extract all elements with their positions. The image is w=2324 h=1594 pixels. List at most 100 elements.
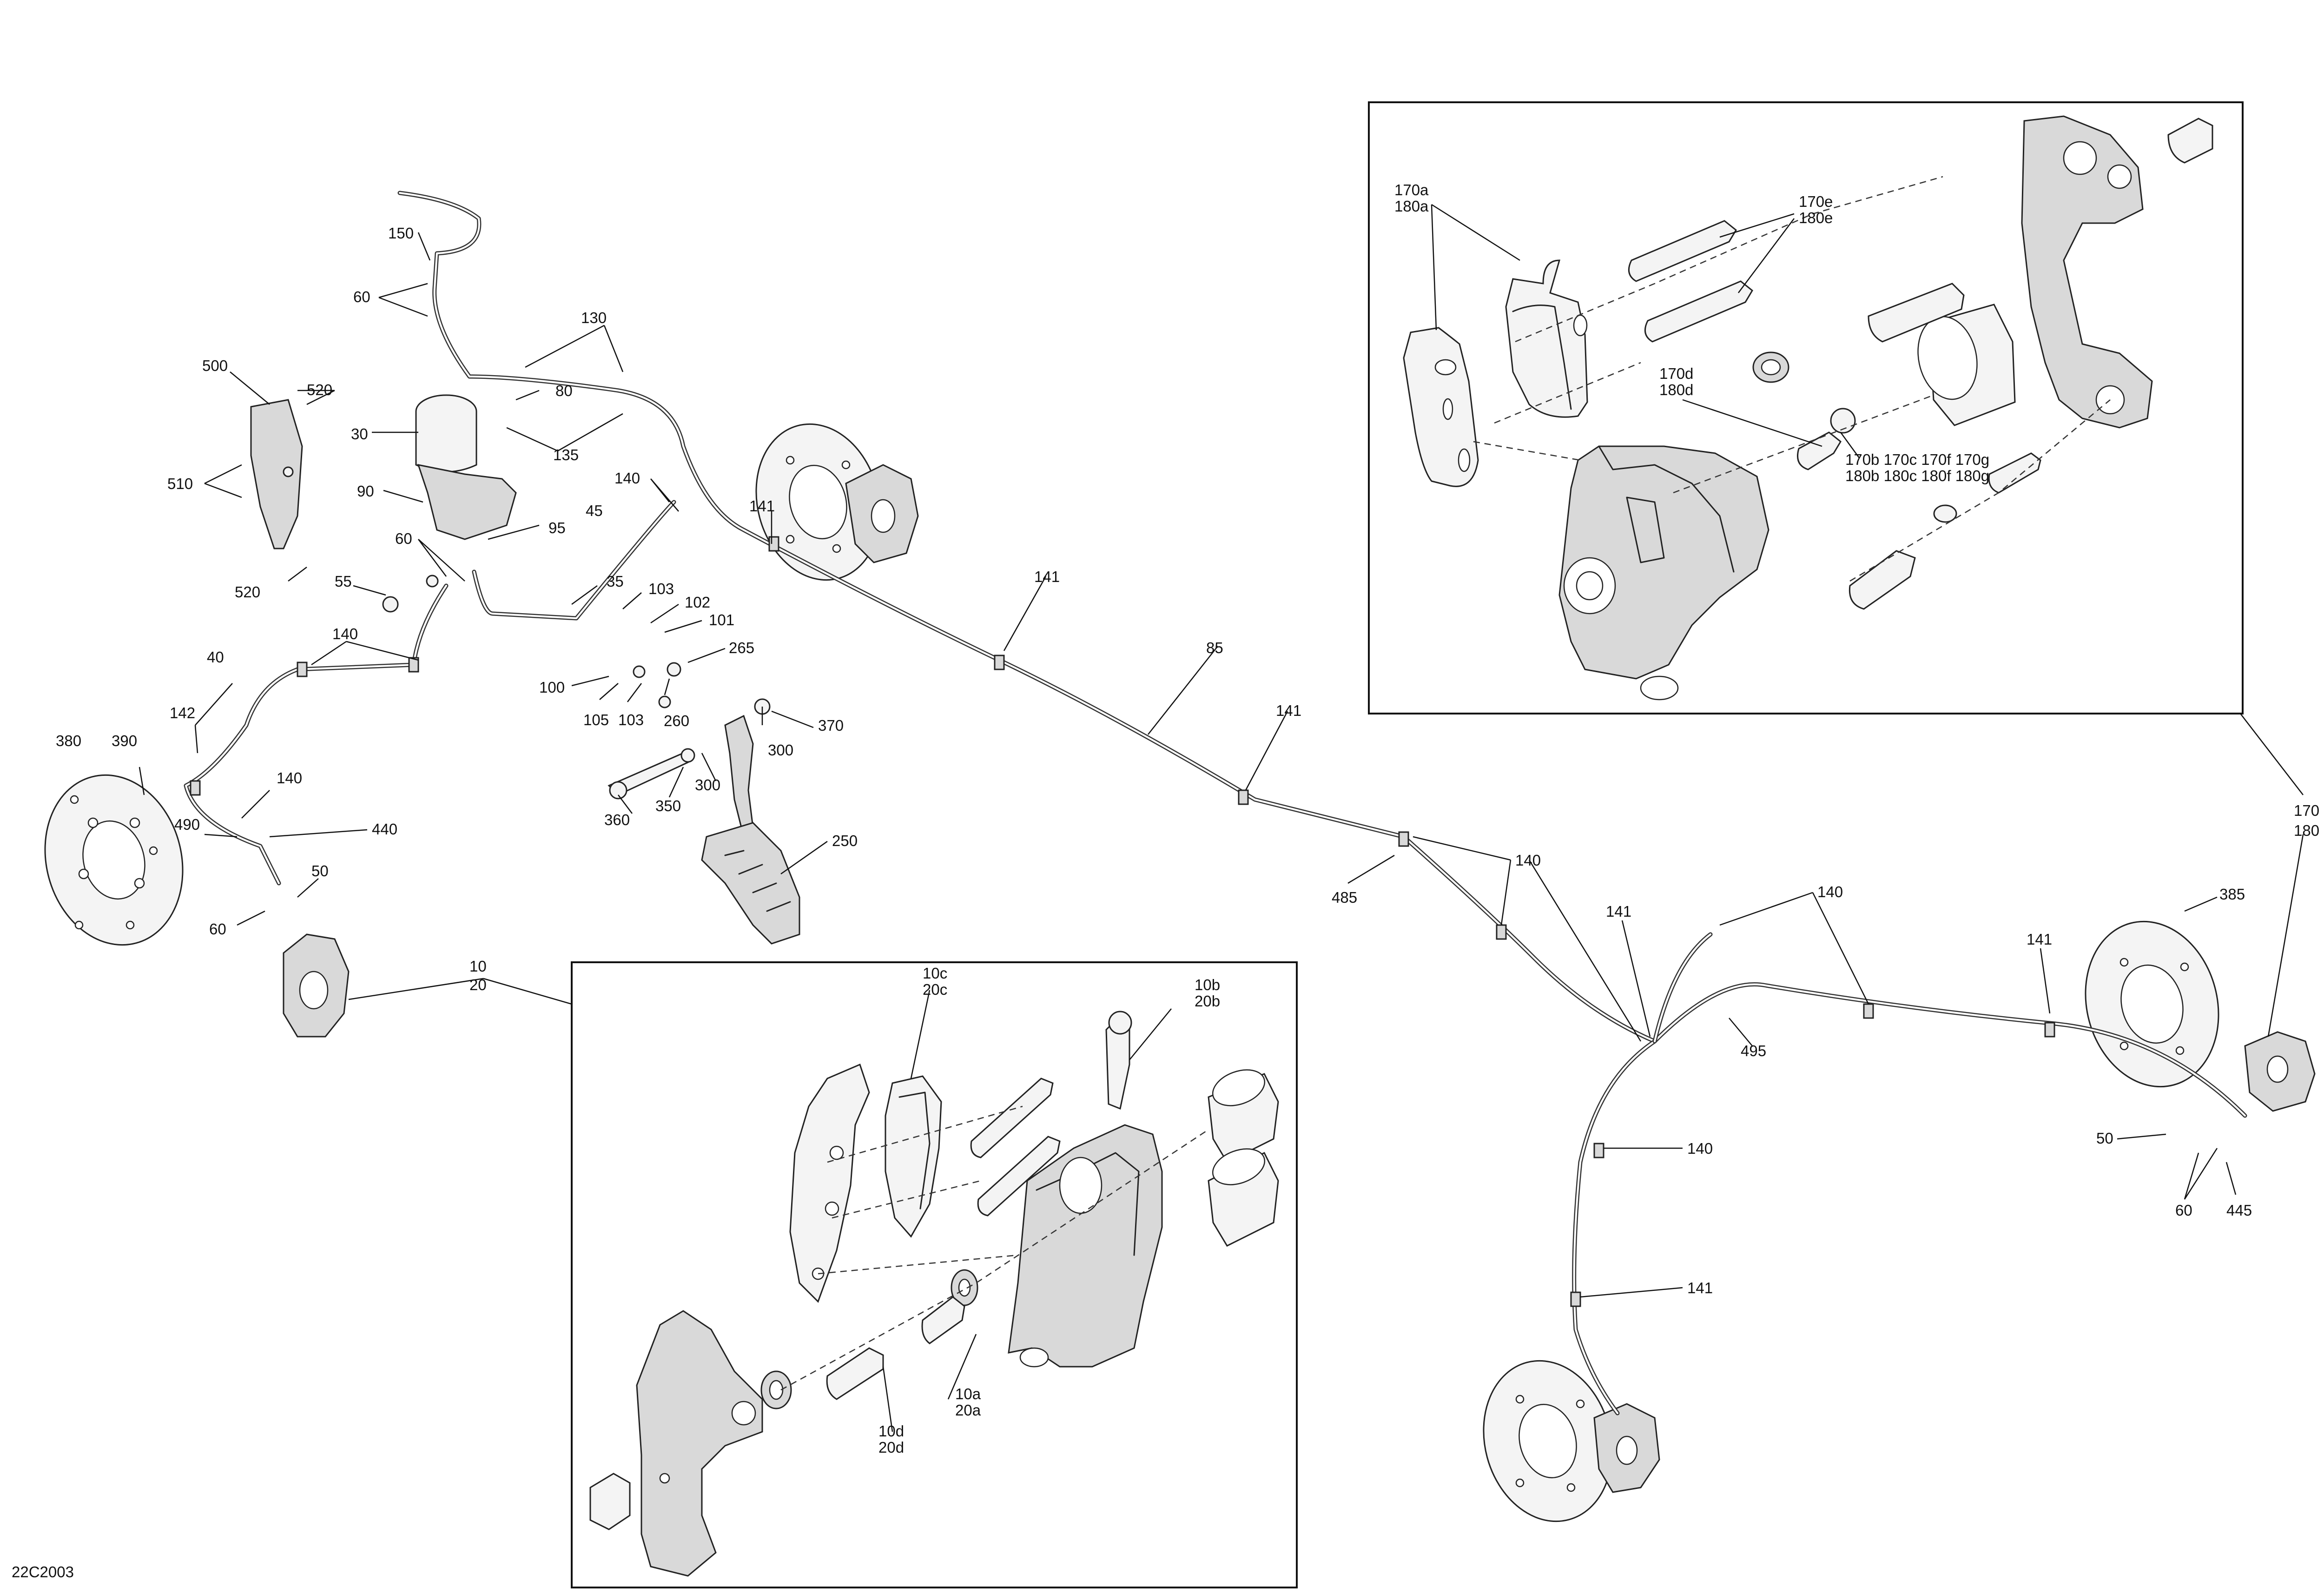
callout-85: 85 (1206, 639, 1223, 656)
brake-pedal-pad (701, 822, 800, 945)
callout-20d: 20d (878, 1439, 904, 1456)
callout-520: 520 (307, 381, 332, 398)
brake-disc-rear-right (2085, 920, 2219, 1088)
callout-60: 60 (395, 530, 412, 547)
callout-180: 180 (2294, 822, 2319, 839)
brake-pedal-assembly (701, 714, 800, 945)
side-heat-shield (250, 399, 303, 549)
callout-485: 485 (1332, 889, 1357, 906)
master-cylinder-assembly (415, 394, 517, 540)
callout-10: 10 (469, 958, 487, 975)
callout-170: 170 (2294, 802, 2319, 819)
callout-380: 380 (56, 732, 81, 749)
front-caliper-detail-box (571, 961, 1298, 1588)
callout-265: 265 (729, 639, 754, 656)
callout-10b: 10b (1195, 976, 1220, 993)
callout-101: 101 (709, 611, 734, 628)
callout-140: 140 (277, 769, 302, 787)
callout-90: 90 (357, 483, 374, 500)
rear-brake-pad-inner (1505, 259, 1588, 418)
callout-170e: 170e (1799, 193, 1833, 210)
callout-10a: 10a (955, 1385, 981, 1402)
callout-50: 50 (2096, 1130, 2113, 1147)
callout-80: 80 (555, 382, 573, 399)
callout-495: 495 (1741, 1042, 1766, 1059)
callout-370: 370 (818, 717, 844, 734)
callout-141: 141 (1606, 903, 1631, 920)
callout-30: 30 (351, 425, 368, 443)
front-brake-pad (885, 1075, 942, 1238)
callout-180a: 180a (1394, 198, 1429, 215)
front-caliper-exploded-parts (589, 1011, 1279, 1577)
rear-right-caliper (2244, 1031, 2316, 1112)
rear-bleeder-valve (1797, 431, 1842, 470)
rear-detail-labels: 170a 180a 170e 180e 170d 180d 170b 170c … (1394, 181, 1989, 484)
callout-45: 45 (586, 502, 603, 519)
callout-55: 55 (335, 573, 352, 590)
callout-105: 105 (583, 711, 609, 728)
front-detail-labels: 10c 20c 10b 20b 10a 20a 10d 20d (878, 965, 1220, 1456)
callout-50: 50 (311, 862, 329, 880)
callout-170d: 170d (1659, 365, 1693, 382)
callout-300: 300 (695, 776, 720, 794)
callout-140: 140 (332, 625, 358, 642)
callout-440: 440 (372, 820, 397, 838)
brake-lines (184, 191, 2247, 1415)
callout-135: 135 (553, 446, 579, 463)
callout-490: 490 (174, 816, 200, 833)
front-guide-pin-1 (970, 1078, 1054, 1158)
callout-350: 350 (655, 797, 681, 814)
front-caliper-mount-bracket (636, 1310, 763, 1577)
callout-140: 140 (1515, 852, 1541, 869)
callout-150: 150 (388, 225, 414, 242)
rear-brake-pad-outer (1403, 327, 1479, 487)
callout-60: 60 (353, 288, 370, 305)
front-left-caliper (283, 933, 350, 1038)
front-pad-shim (789, 1063, 870, 1303)
callout-130: 130 (581, 309, 607, 326)
callout-390: 390 (112, 732, 137, 749)
callout-260: 260 (664, 712, 689, 729)
callout-95: 95 (548, 519, 566, 536)
callout-141: 141 (1034, 568, 1060, 585)
callout-250: 250 (832, 832, 858, 849)
rear-guide-pin-1 (1628, 220, 1737, 282)
callout-40: 40 (207, 648, 224, 666)
callout-labels: 150 60 130 80 500 520 30 135 510 90 95 1… (56, 225, 2319, 1296)
callout-10d: 10d (878, 1422, 904, 1440)
callout-leaders (139, 204, 2304, 1432)
rear-caliper-detail-box (1368, 101, 2244, 714)
callout-180b-180c-180f-180g: 180b 180c 180f 180g (1845, 467, 1989, 484)
callout-385: 385 (2219, 886, 2245, 903)
callout-60: 60 (2175, 1202, 2192, 1219)
callout-141: 141 (2027, 931, 2052, 948)
rear-left-caliper (1593, 1403, 1660, 1493)
brake-disc-front-left (44, 774, 184, 946)
callout-520: 520 (235, 583, 260, 601)
callout-300: 300 (768, 741, 793, 759)
callout-141: 141 (1276, 702, 1301, 719)
callout-170b-170c-170f-170g: 170b 170c 170f 170g (1845, 451, 1989, 468)
rear-caliper-mount-bracket (2021, 115, 2153, 429)
rear-caliper-exploded-parts (1403, 115, 2213, 701)
callout-20a: 20a (955, 1402, 981, 1419)
callout-102: 102 (685, 594, 710, 611)
callout-20c: 20c (923, 981, 947, 998)
front-guide-pin-2 (977, 1136, 1061, 1217)
callout-141: 141 (1687, 1279, 1713, 1296)
callout-20: 20 (469, 976, 487, 993)
callout-100: 100 (539, 679, 565, 696)
callout-445: 445 (2226, 1202, 2252, 1219)
callout-140: 140 (614, 470, 640, 487)
callout-510: 510 (167, 475, 193, 492)
brake-disc-rear-left (1483, 1360, 1613, 1522)
callout-170a: 170a (1394, 181, 1429, 198)
callout-60: 60 (209, 920, 226, 938)
callout-142: 142 (170, 704, 195, 721)
rear-guide-pin-2 (1644, 280, 1753, 343)
callout-141: 141 (749, 497, 775, 515)
rear-sleeve (2167, 118, 2213, 164)
callout-103: 103 (618, 711, 644, 728)
callout-360: 360 (604, 811, 630, 828)
